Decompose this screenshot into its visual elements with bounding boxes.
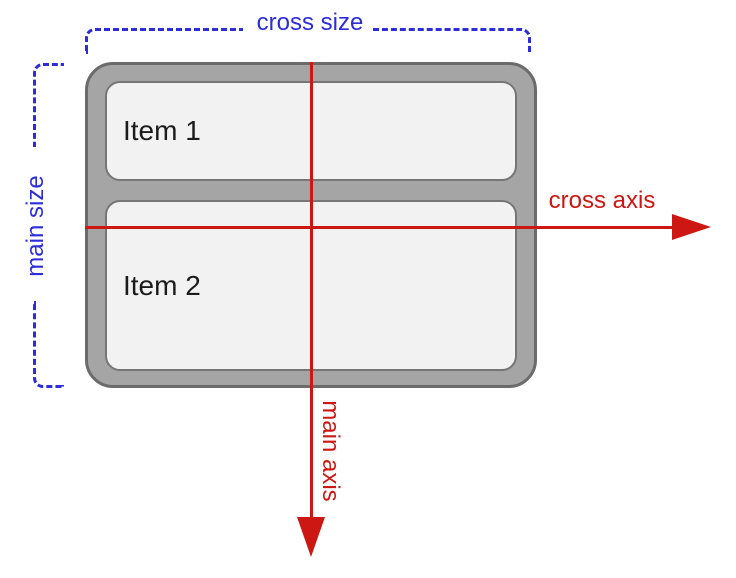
main-size-bracket-bottom bbox=[33, 301, 64, 388]
flex-item-1-label: Item 1 bbox=[123, 115, 201, 146]
main-axis-arrowhead-icon bbox=[297, 517, 325, 557]
main-axis-line bbox=[310, 62, 313, 518]
main-size-bracket-top bbox=[33, 63, 64, 147]
cross-size-bracket-left bbox=[85, 28, 243, 54]
flex-item-2-label: Item 2 bbox=[123, 269, 201, 301]
cross-axis-line bbox=[85, 226, 674, 229]
cross-size-label: cross size bbox=[256, 9, 364, 36]
main-axis-label: main axis bbox=[317, 400, 344, 502]
cross-size-bracket-right bbox=[373, 28, 531, 53]
main-size-label: main size bbox=[22, 175, 49, 277]
cross-axis-label: cross axis bbox=[548, 187, 656, 214]
cross-axis-arrowhead-icon bbox=[672, 214, 711, 240]
